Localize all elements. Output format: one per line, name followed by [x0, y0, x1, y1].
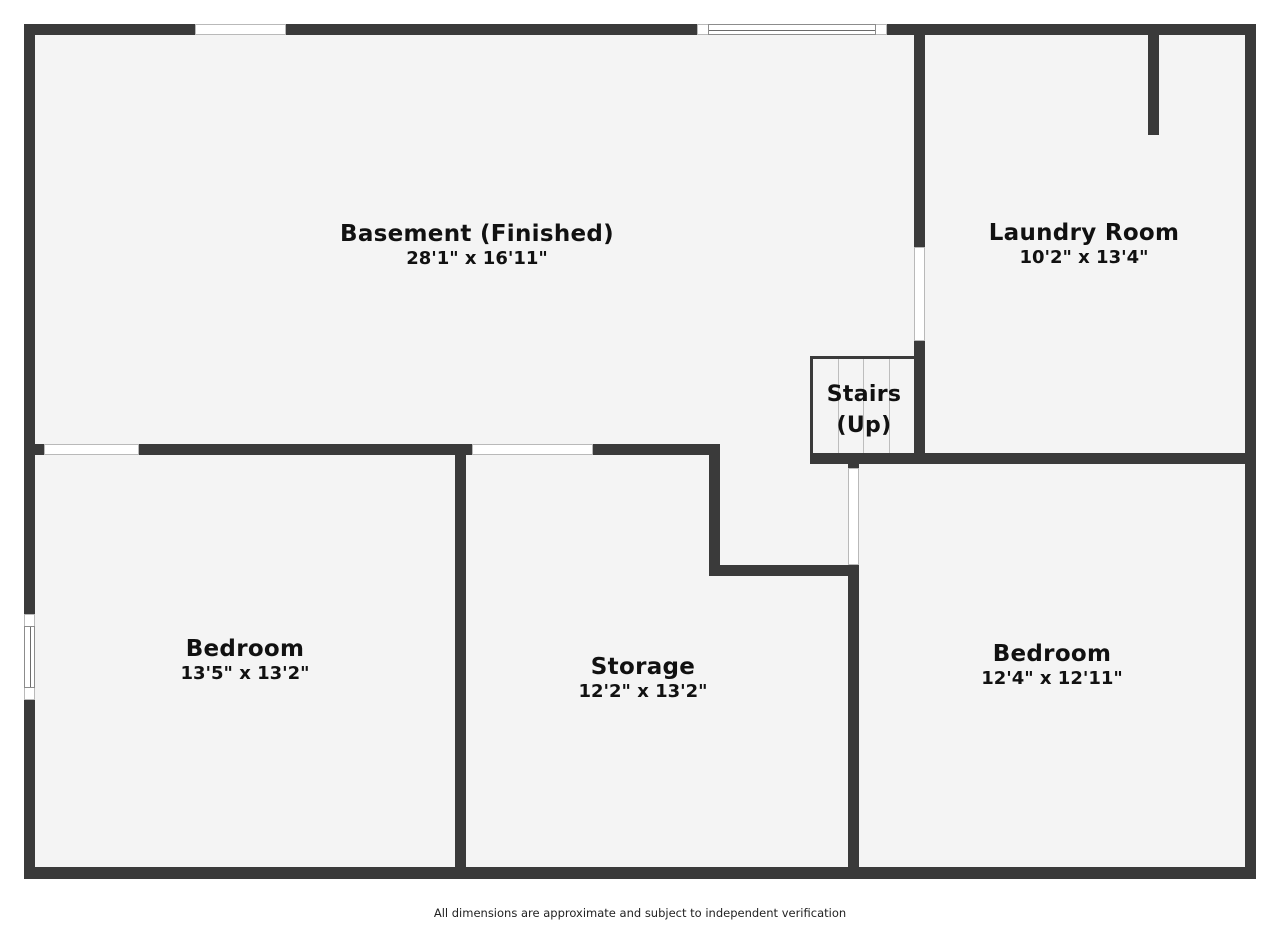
exterior-wall-bottom: [24, 867, 1256, 879]
room-dimensions: 12'4" x 12'11": [981, 668, 1123, 689]
stair-tread: [889, 359, 890, 453]
wall-storage-notch-vertical: [709, 444, 720, 576]
stair-tread: [838, 359, 839, 453]
stairs-outline-left: [810, 356, 813, 456]
room-name: Basement (Finished): [340, 221, 614, 247]
exterior-wall-top: [24, 24, 1256, 35]
room-name: Storage: [590, 654, 696, 680]
doorway-laundry: [914, 247, 925, 341]
wall-bedroom-storage: [455, 444, 466, 874]
room-name: Stairs: [826, 382, 902, 407]
wall-storage-bedroom-right: [848, 453, 859, 874]
room-dimensions: 12'2" x 13'2": [578, 681, 708, 702]
laundry-stub-wall: [1148, 30, 1159, 135]
room-label-storage: Storage 12'2" x 13'2": [578, 653, 707, 703]
wall-storage-notch-horizontal: [709, 565, 859, 576]
room-label-bedroom-right: Bedroom 12'4" x 12'11": [981, 640, 1123, 690]
window-top-left: [195, 24, 286, 35]
sliding-window-top: [708, 24, 876, 35]
room-name: Bedroom: [992, 641, 1112, 667]
room-label-basement: Basement (Finished) 28'1" x 16'11": [340, 220, 614, 270]
room-label-laundry: Laundry Room 10'2" x 13'4": [989, 219, 1180, 269]
sliding-window-left: [24, 626, 35, 688]
wall-laundry-bedroom-right: [810, 453, 1250, 464]
exterior-wall-right: [1245, 24, 1256, 879]
doorway-storage: [472, 444, 593, 455]
room-label-stairs: Stairs (Up): [827, 379, 902, 441]
stair-tread: [863, 359, 864, 453]
room-name: Laundry Room: [988, 220, 1180, 246]
room-label-bedroom-left: Bedroom 13'5" x 13'2": [180, 635, 309, 685]
exterior-wall-left: [24, 24, 35, 879]
doorway-bedroom-left: [44, 444, 139, 455]
stairs-outline-top: [810, 356, 918, 359]
stairs-direction: (Up): [836, 413, 892, 438]
room-dimensions: 13'5" x 13'2": [180, 663, 310, 684]
room-name: Bedroom: [185, 636, 305, 662]
room-dimensions: 28'1" x 16'11": [406, 248, 548, 269]
room-dimensions: 10'2" x 13'4": [1019, 247, 1149, 268]
wall-basement-laundry: [914, 30, 925, 463]
disclaimer-note: All dimensions are approximate and subje…: [433, 906, 847, 920]
doorway-bedroom-right: [848, 468, 859, 565]
wall-basement-bedroom: [30, 444, 720, 455]
